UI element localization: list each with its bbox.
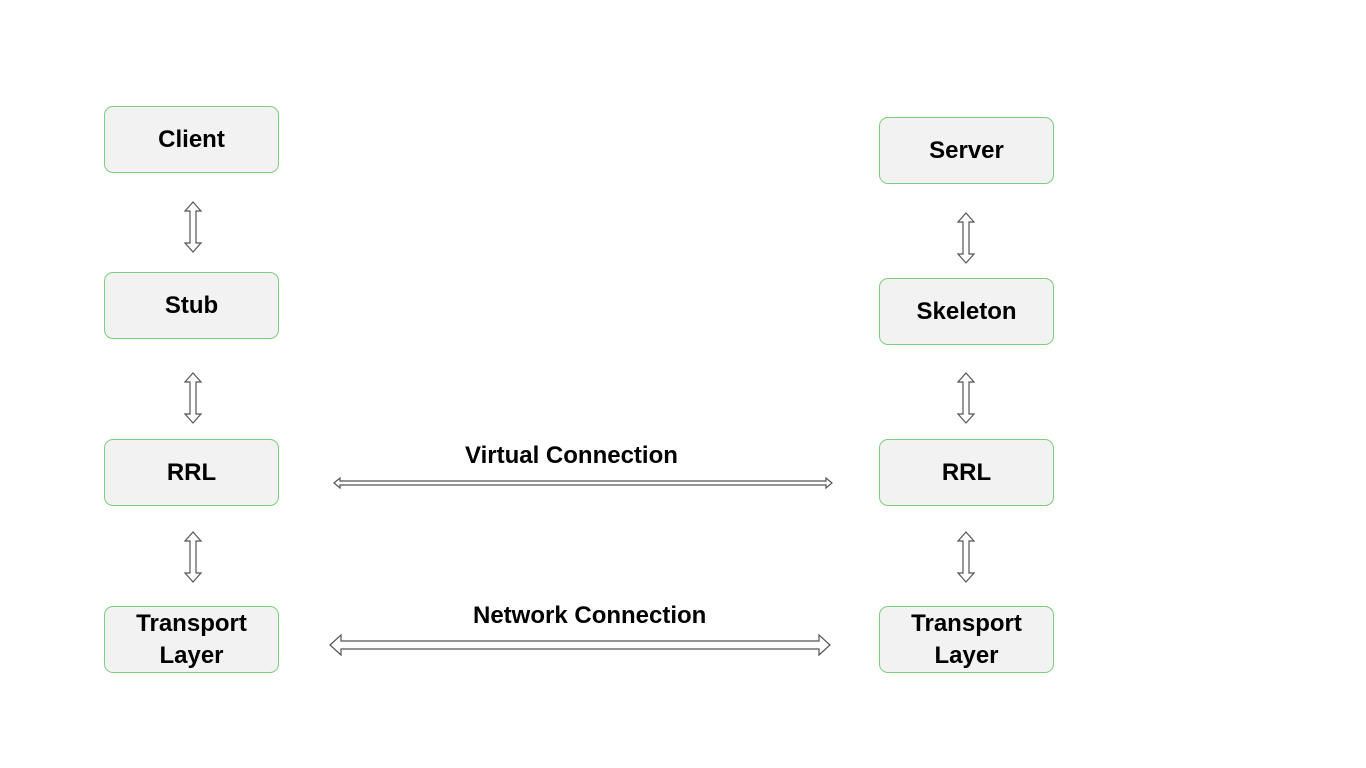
server-rrl-transport-double-arrow xyxy=(956,531,976,583)
network-connection-double-arrow xyxy=(329,633,831,657)
client-rrl-node: RRL xyxy=(104,439,279,506)
server-label: Server xyxy=(929,136,1004,164)
stub-label: Stub xyxy=(164,291,219,319)
client-rrl-transport-double-arrow xyxy=(183,531,203,583)
skeleton-label: Skeleton xyxy=(916,297,1017,325)
client-transport-layer-label: Transport Layer xyxy=(136,609,247,669)
stub-rrl-double-arrow xyxy=(183,372,203,424)
virtual-connection-double-arrow xyxy=(333,476,833,490)
client-stub-double-arrow xyxy=(183,201,203,253)
server-rrl-node: RRL xyxy=(879,439,1054,506)
server-rrl-label: RRL xyxy=(941,458,992,486)
server-skeleton-double-arrow xyxy=(956,212,976,264)
skeleton-node: Skeleton xyxy=(879,278,1054,345)
server-transport-layer-label: Transport Layer xyxy=(911,609,1022,669)
client-transport-layer-node: Transport Layer xyxy=(104,606,279,673)
network-connection-label: Network Connection xyxy=(473,602,707,629)
server-transport-layer-node: Transport Layer xyxy=(879,606,1054,673)
client-rrl-label: RRL xyxy=(166,458,217,486)
client-node: Client xyxy=(104,106,279,173)
client-label: Client xyxy=(158,125,225,153)
server-node: Server xyxy=(879,117,1054,184)
virtual-connection-label: Virtual Connection xyxy=(465,442,678,469)
stub-node: Stub xyxy=(104,272,279,339)
skeleton-rrl-double-arrow xyxy=(956,372,976,424)
